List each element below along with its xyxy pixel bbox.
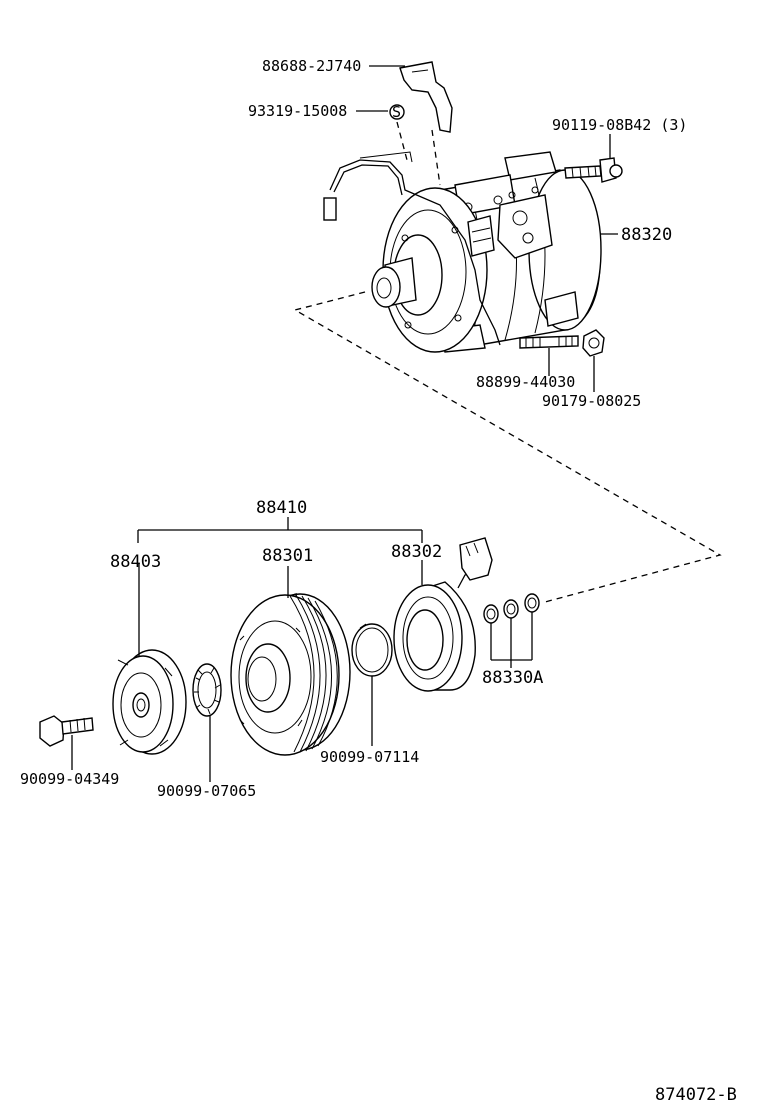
label-shims: 88330A — [482, 668, 543, 688]
label-bolt-upper: 90119-08B42 (3) — [552, 116, 687, 134]
leader-shims — [490, 612, 533, 668]
label-washer: 90099-07065 — [157, 782, 256, 800]
label-clutch-assy: 88410 — [256, 498, 307, 518]
bolt-upper-part — [564, 157, 623, 183]
label-stud: 88899-44030 — [476, 373, 575, 391]
label-compressor: 88320 — [621, 225, 672, 245]
clip-dashed-leader — [396, 121, 408, 161]
diagram-id: 874072-B — [655, 1085, 737, 1105]
bolt-lower-part — [39, 715, 94, 747]
label-pulley: 88301 — [262, 546, 313, 566]
wire-harness — [323, 151, 501, 346]
label-snap-ring: 90099-07114 — [320, 748, 419, 766]
bracket-dashed-leader — [431, 129, 441, 186]
pulley-part — [230, 593, 351, 756]
assembly-dashed-line — [293, 291, 722, 603]
snap-ring-part — [351, 623, 393, 677]
label-field-coil: 88302 — [391, 542, 442, 562]
clip-part: S — [389, 103, 405, 121]
washer-part — [192, 663, 222, 717]
label-nut: 90179-08025 — [542, 392, 641, 410]
field-coil-part — [393, 537, 493, 692]
label-clip: 93319-15008 — [248, 102, 347, 120]
label-bolt-lower: 90099-04349 — [20, 770, 119, 788]
clip-symbol: S — [392, 103, 401, 121]
stud-part — [519, 335, 579, 349]
nut-part — [582, 329, 605, 357]
label-hub: 88403 — [110, 552, 161, 572]
label-bracket: 88688-2J740 — [262, 57, 361, 75]
hub-part — [112, 649, 187, 755]
clutch-assy-bracket-lines — [137, 517, 423, 543]
compressor-assembly — [371, 151, 602, 353]
bracket-part — [399, 61, 453, 133]
